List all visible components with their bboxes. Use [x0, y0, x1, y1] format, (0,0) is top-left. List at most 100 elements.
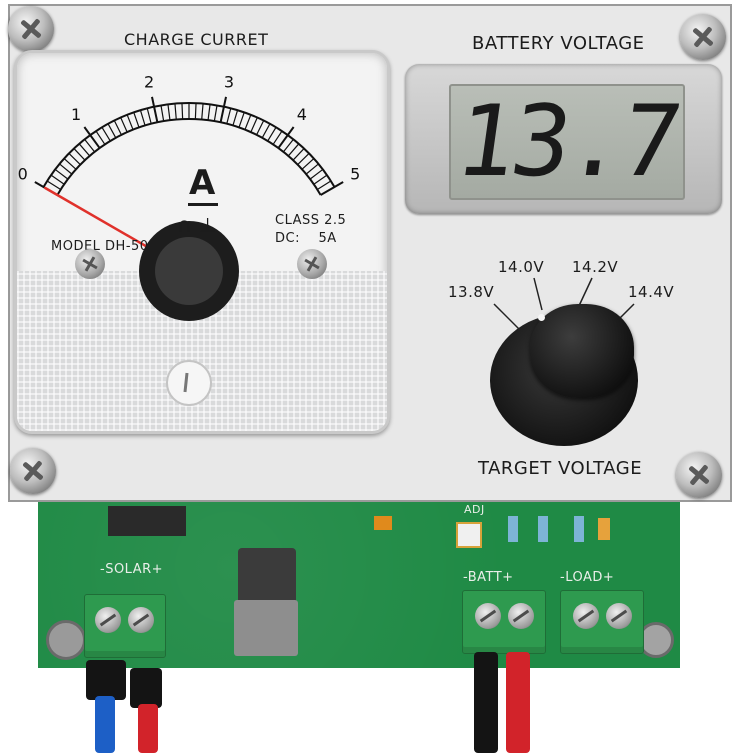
- scale-tick: [226, 108, 232, 124]
- scale-tick: [59, 163, 73, 175]
- scale-tick: [194, 103, 197, 120]
- red-wire: [138, 704, 158, 753]
- knob-pointer: [538, 314, 545, 321]
- terminal-screw: [95, 607, 121, 633]
- zero-adjust-screw[interactable]: [166, 360, 212, 406]
- scale-tick: [120, 117, 128, 133]
- capacitor: [374, 516, 392, 530]
- scale-tick: [213, 105, 218, 122]
- meter-scale: [34, 96, 344, 196]
- scale-tick: [313, 174, 328, 185]
- solar-terminal[interactable]: [84, 594, 166, 658]
- target-voltage-knob[interactable]: [530, 304, 634, 398]
- batt-label: -BATT+: [463, 570, 514, 585]
- scale-tick: [107, 123, 117, 139]
- scale-tick: [292, 148, 305, 161]
- knob-option-14-0: 14.0V: [498, 258, 545, 276]
- scale-label: 3: [224, 73, 234, 92]
- scale-label: 2: [144, 73, 154, 92]
- scale-tick: [63, 158, 77, 170]
- scale-tick: [207, 104, 211, 121]
- terminal-screw: [508, 603, 534, 629]
- solar-wire-sleeve: [130, 668, 162, 708]
- voltage-display-bezel: 13.7: [405, 64, 722, 214]
- solar-label: -SOLAR+: [100, 562, 164, 577]
- load-terminal[interactable]: [560, 590, 644, 654]
- scale-tick: [126, 114, 134, 130]
- scale-tick: [232, 109, 239, 126]
- panel-screw: [10, 448, 56, 494]
- scale-tick: [160, 105, 165, 122]
- scale-tick: [73, 148, 86, 161]
- scale-tick: [250, 117, 258, 133]
- heatsink-pad: [234, 600, 298, 656]
- knob-title: TARGET VOLTAGE: [478, 458, 643, 479]
- black-wire: [474, 652, 498, 753]
- voltage-display: 13.7: [449, 84, 685, 200]
- scale-tick: [146, 108, 152, 124]
- voltage-reading: 13.7: [448, 85, 686, 199]
- scale-tick: [238, 112, 245, 128]
- scale-tick: [46, 180, 61, 191]
- scale-tick: [83, 126, 101, 149]
- trimmer-pot: [456, 522, 482, 548]
- scale-tick: [317, 180, 332, 191]
- display-title: BATTERY VOLTAGE: [472, 33, 645, 54]
- scale-label: 0: [18, 165, 28, 184]
- meter-title: CHARGE CURRET: [124, 30, 269, 49]
- scale-label: 4: [297, 105, 307, 124]
- scale-label: 5: [350, 165, 360, 184]
- capacitor: [598, 518, 610, 540]
- knob-option-13-8: 13.8V: [448, 283, 495, 301]
- scale-tick: [68, 153, 81, 166]
- meter-dc-rating: DC: 5A: [275, 231, 337, 246]
- bridge-rectifier: [238, 548, 296, 606]
- panel-screw: [676, 452, 722, 498]
- scale-tick: [113, 120, 122, 136]
- scale-tick: [201, 103, 204, 120]
- scale-tick: [256, 120, 265, 136]
- knob-option-14-4: 14.4V: [628, 283, 675, 301]
- scale-tick: [151, 96, 159, 123]
- scale-tick: [261, 123, 271, 139]
- regulator-chip: [108, 506, 186, 536]
- resistor: [538, 516, 548, 542]
- scale-tick: [78, 143, 91, 157]
- scale-tick: [174, 103, 177, 120]
- scale-tick: [301, 158, 315, 170]
- scale-tick: [101, 126, 111, 142]
- solar-wire-sleeve: [86, 660, 126, 700]
- terminal-screw: [573, 603, 599, 629]
- battery-terminal[interactable]: [462, 590, 546, 654]
- meter-unit: A: [189, 163, 216, 203]
- terminal-screw: [475, 603, 501, 629]
- circuit-board: -SOLAR+ -BATT+ -LOAD+ ADJ: [38, 500, 680, 668]
- meter-screw: [297, 249, 327, 279]
- scale-tick: [267, 126, 277, 142]
- red-wire: [506, 652, 530, 753]
- scale-tick: [272, 130, 283, 145]
- scale-tick: [54, 168, 69, 180]
- adj-label: ADJ: [464, 503, 485, 516]
- scale-tick: [287, 143, 300, 157]
- scale-tick: [309, 168, 324, 180]
- scale-tick: [244, 114, 252, 130]
- knob-option-14-2: 14.2V: [572, 258, 619, 276]
- meter-symbol: ∩ ⊥: [177, 213, 217, 237]
- scale-tick: [95, 130, 106, 145]
- scale-tick: [167, 104, 171, 121]
- unit-underline: [188, 203, 218, 206]
- scale-tick: [282, 138, 294, 153]
- scale-tick: [84, 138, 96, 153]
- scale-tick: [305, 163, 319, 175]
- scale-tick: [181, 103, 184, 120]
- terminal-screw: [128, 607, 154, 633]
- meter-model: MODEL DH-50: [51, 239, 149, 254]
- meter-pivot: [155, 237, 223, 305]
- panel-screw: [680, 14, 726, 60]
- meter-class: CLASS 2.5: [275, 213, 347, 228]
- scale-tick: [50, 174, 65, 185]
- meter-screw: [75, 249, 105, 279]
